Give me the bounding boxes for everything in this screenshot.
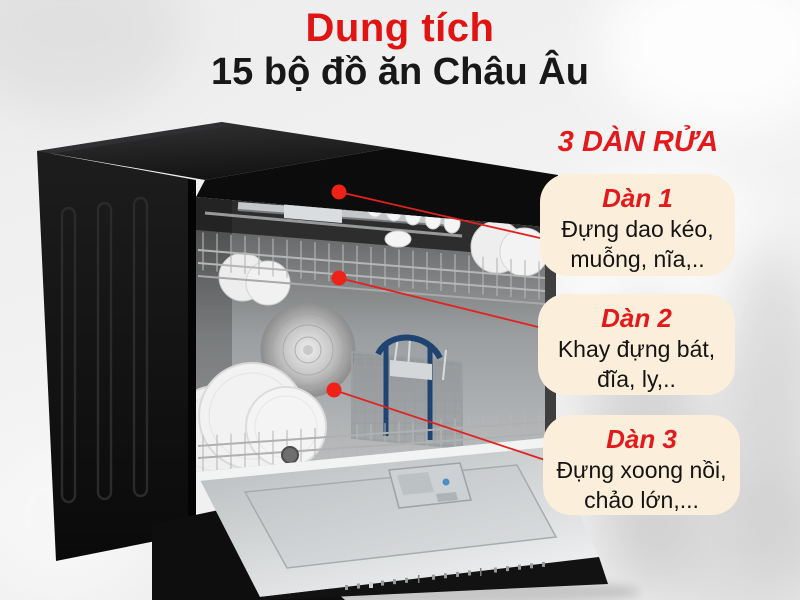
bottom-rack — [197, 412, 545, 472]
callout-dot-3 — [326, 382, 342, 398]
callout-card-text: Đựng dao kéo, muỗng, nĩa,.. — [561, 216, 714, 272]
callout-line-2 — [338, 277, 539, 328]
section-heading: 3 DÀN RỬA — [557, 126, 719, 158]
dishwasher-top — [37, 122, 558, 227]
page-title: Dung tích — [305, 6, 495, 50]
callout-card-text: Đựng xoong nồi, chảo lớn,... — [556, 457, 727, 513]
callout-card-label: Dàn 1 — [602, 183, 673, 213]
callout-card-1: Dàn 1 Đựng dao kéo, muỗng, nĩa,.. — [540, 174, 735, 276]
dishwasher-interior — [196, 197, 556, 472]
callout-lines — [333, 191, 546, 461]
callout-card-3: Dàn 3 Đựng xoong nồi, chảo lớn,... — [543, 415, 740, 515]
callout-dot-1 — [331, 184, 347, 200]
detergent-dispenser — [388, 462, 472, 509]
dishwasher-side-panel — [37, 151, 196, 561]
callout-line-3 — [333, 389, 546, 461]
callout-dot-2 — [331, 270, 347, 286]
callout-card-text: Khay đựng bát, đĩa, ly,.. — [557, 336, 716, 392]
control-panel-icons — [345, 561, 545, 590]
callout-dots — [326, 184, 347, 398]
callout-card-label: Dàn 3 — [606, 424, 677, 454]
callout-line-1 — [338, 191, 541, 239]
dishwasher-door — [196, 438, 608, 600]
callout-card-label: Dàn 2 — [601, 303, 672, 333]
page-subtitle: 15 bộ đồ ăn Châu Âu — [211, 51, 589, 93]
callout-card-2: Dàn 2 Khay đựng bát, đĩa, ly,.. — [538, 294, 735, 395]
